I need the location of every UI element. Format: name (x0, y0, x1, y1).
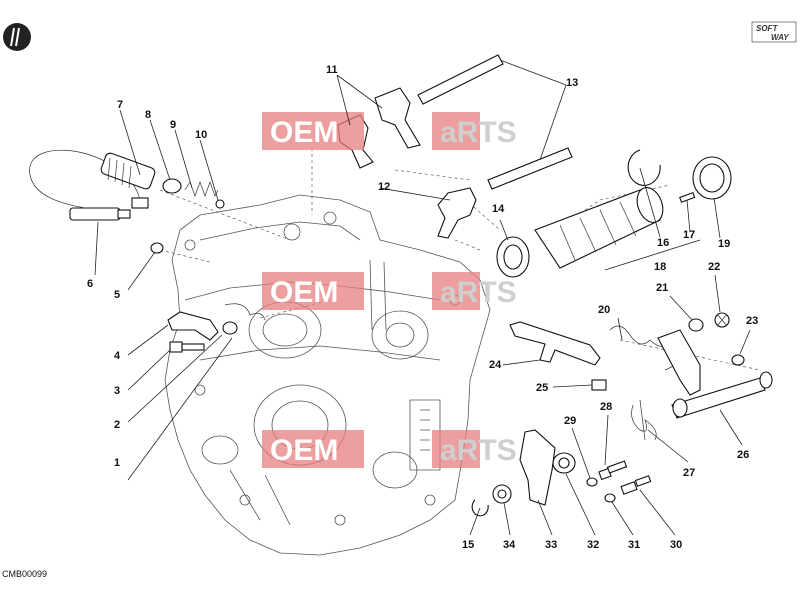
callout-21: 21 (656, 282, 668, 294)
callout-33: 33 (545, 539, 557, 551)
circlip-16 (627, 149, 661, 186)
washer-21 (688, 318, 704, 332)
callout-32: 32 (587, 539, 599, 551)
ball-10 (215, 199, 225, 209)
bushing-32 (552, 452, 576, 474)
callout-3: 3 (114, 385, 120, 397)
callout-19: 19 (718, 238, 730, 250)
callout-4: 4 (114, 350, 121, 362)
callout-10: 10 (195, 129, 207, 141)
callout-18: 18 (654, 261, 666, 273)
selector-drum (534, 187, 664, 269)
document-code: CMB00099 (2, 569, 48, 579)
callout-23: 23 (746, 315, 758, 327)
washer-23 (731, 354, 745, 366)
washer-8 (162, 178, 182, 194)
circlip-22 (714, 312, 730, 328)
washer-2 (222, 321, 238, 335)
logo-line1: SOFT (756, 24, 778, 33)
callout-9: 9 (170, 119, 176, 131)
callout-30: 30 (670, 539, 682, 551)
washer-5 (150, 242, 164, 254)
callout-29: 29 (564, 415, 576, 427)
bolt-3 (169, 341, 205, 353)
callout-11: 11 (326, 64, 338, 76)
fork-shafts (417, 54, 573, 190)
svg-text:OEM: OEM (270, 116, 338, 149)
plate-24 (509, 321, 601, 366)
washer-29 (586, 477, 598, 487)
page-mark-icon (3, 23, 31, 51)
pin-17 (679, 192, 696, 203)
washer-34 (492, 484, 512, 504)
shift-shaft-26 (657, 329, 773, 419)
callout-2: 2 (114, 419, 120, 431)
ring-19 (692, 156, 732, 200)
ring-14 (496, 236, 530, 278)
callout-8: 8 (145, 109, 151, 121)
washer-31 (604, 493, 616, 503)
callout-25: 25 (536, 382, 548, 394)
callout-22: 22 (708, 261, 720, 273)
svg-text:OEM: OEM (270, 276, 338, 309)
leader-lines (94, 59, 751, 536)
spring-27 (631, 399, 657, 441)
circlip-15 (471, 499, 489, 517)
callout-17: 17 (683, 229, 695, 241)
shift-fork-12 (437, 187, 477, 239)
callout-numbers: 1 2 3 4 5 6 7 8 9 10 11 12 13 14 15 16 1… (87, 64, 758, 551)
callout-14: 14 (492, 203, 505, 215)
watermark-3: OEM aRTS (262, 430, 517, 468)
watermark-2: OEM aRTS (262, 272, 517, 310)
crankcase-outline (164, 194, 491, 556)
bolt-28 (598, 460, 628, 481)
plate-33 (519, 429, 556, 506)
svg-text:aRTS: aRTS (440, 116, 517, 149)
logo-line2: WAY (771, 33, 789, 42)
callout-16: 16 (657, 237, 669, 249)
svg-text:aRTS: aRTS (440, 276, 517, 309)
svg-text:OEM: OEM (270, 434, 338, 467)
callout-26: 26 (737, 449, 749, 461)
callout-1: 1 (114, 457, 120, 469)
callout-27: 27 (683, 467, 695, 479)
callout-12: 12 (378, 181, 390, 193)
threaded-plug (100, 152, 156, 190)
watermark-1: OEM aRTS (262, 112, 517, 150)
callout-7: 7 (117, 99, 123, 111)
bolt-30 (620, 475, 652, 495)
callout-15: 15 (462, 539, 474, 551)
callout-24: 24 (489, 359, 502, 371)
spring-1 (224, 303, 266, 321)
callout-34: 34 (503, 539, 516, 551)
callout-31: 31 (628, 539, 640, 551)
lever-4 (167, 311, 219, 341)
callout-20: 20 (598, 304, 610, 316)
svg-text:aRTS: aRTS (440, 434, 517, 467)
callout-28: 28 (600, 401, 612, 413)
callout-6: 6 (87, 278, 93, 290)
bolt-25 (591, 379, 607, 391)
softway-logo: SOFT WAY (751, 21, 797, 43)
callout-5: 5 (114, 289, 120, 301)
callout-13: 13 (566, 77, 578, 89)
